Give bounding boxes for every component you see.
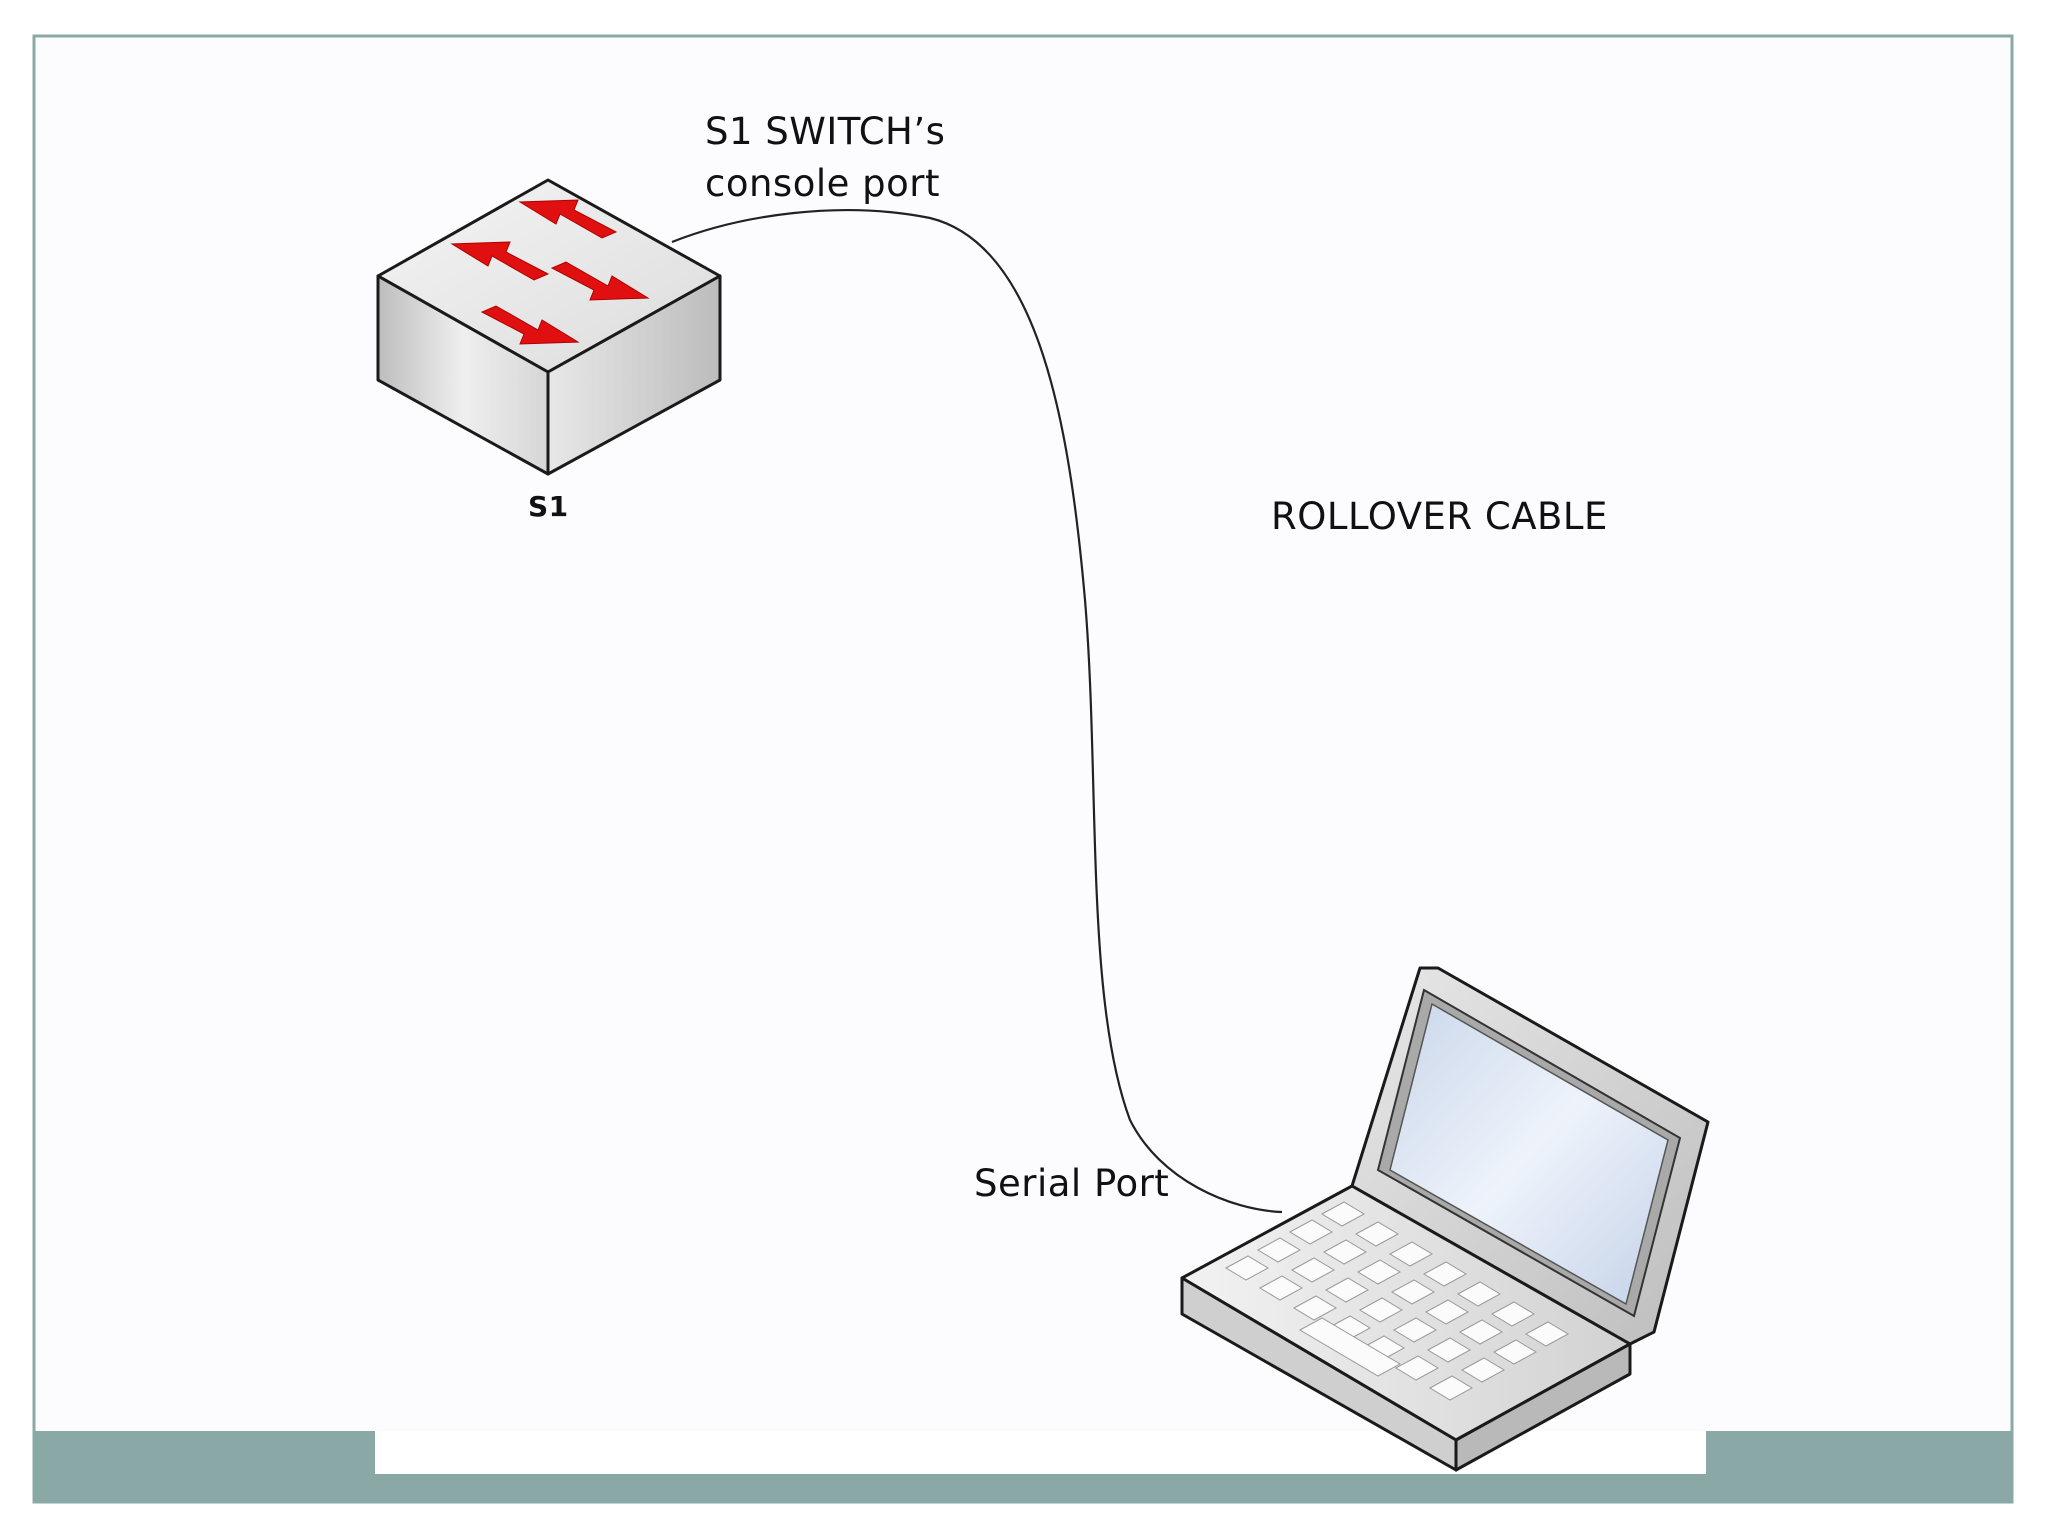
rollover-cable <box>671 209 1283 1214</box>
console-port-label: S1 SWITCH’s console port <box>705 106 945 210</box>
switch-arrows <box>450 199 650 345</box>
serial-port-label: Serial Port <box>974 1162 1170 1205</box>
rollover-cable-label: ROLLOVER CABLE <box>1271 495 1608 538</box>
network-switch-icon <box>376 178 722 476</box>
laptop-icon <box>1180 966 1710 1472</box>
laptop-keyboard <box>1224 1201 1570 1401</box>
laptop-screen <box>1389 1002 1669 1306</box>
switch-label: S1 <box>528 490 569 523</box>
console-port-label-line2: console port <box>705 162 940 205</box>
console-port-label-line1: S1 SWITCH’s <box>705 110 946 153</box>
slide-frame <box>32 34 2014 1504</box>
footer-bar <box>34 1431 2012 1502</box>
